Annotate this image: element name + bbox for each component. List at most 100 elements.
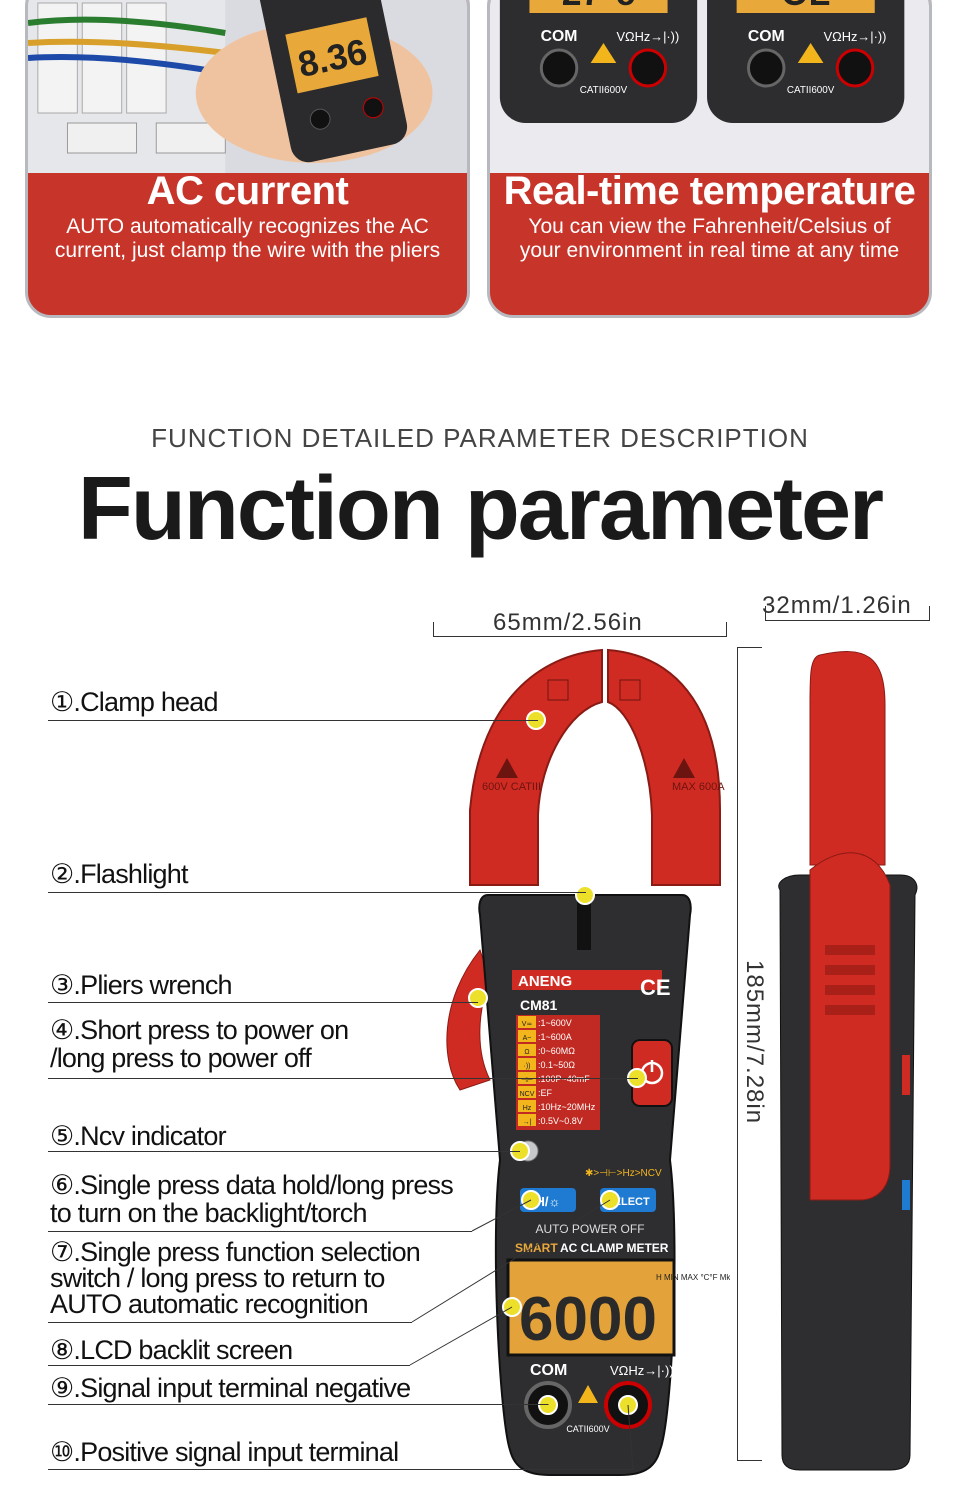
spec-icon: V≂ [522,1021,533,1028]
temp-card-com-2: COM [748,28,785,45]
spec-icon: Ω [524,1049,529,1056]
side-select-button[interactable] [902,1180,910,1210]
depth-dimension-line [765,620,930,621]
ce-mark: CE [640,975,671,1000]
spec-range: :10Hz~20MHz [538,1102,596,1112]
depth-tick-right [929,606,930,621]
spec-table: V≂:1~600VA~:1~600AΩ:0~60MΩ·)):0.1~50Ω⊣⊢:… [516,1015,600,1130]
spec-icon: →| [523,1119,532,1126]
meter-name: AC CLAMP METER [560,1241,669,1255]
clamp-left-warning: 600V CATIII [482,781,541,793]
brand-badge [512,970,662,990]
clamp-meter-side [778,651,918,1471]
spec-icon-bg [518,1114,536,1126]
warning-right-icon [673,758,695,778]
callout-5: ⑤.Ncv indicator [50,1121,227,1151]
v-terminal-label: VΩHz→|·)) [610,1363,674,1378]
width-tick-left [433,622,434,637]
callout-9-line [48,1404,548,1405]
clamp-right-warning: MAX 600A [672,781,725,793]
model-name: CM81 [520,997,558,1013]
lcd-reading: 6000 [519,1285,657,1354]
spec-icon: NCV [520,1091,535,1098]
clamp-right-symbol-icon [619,679,641,701]
callout-2-line [48,892,586,893]
clamp-meter-front: 600V CATIII MAX 600A ANENG CE CM81 V≂ :1~… [446,648,730,1476]
spec-range: :EF [538,1088,553,1098]
ac-current-description: AUTO automatically recognizes the AC cur… [54,215,441,262]
com-label: COM [530,1362,567,1379]
side-clamp [809,651,886,866]
spec-icon-bg [518,1030,536,1042]
warning-left-icon [496,758,518,778]
depth-dimension: 32mm/1.26in [762,592,912,619]
spec-range: :0.5V~0.8V [538,1116,583,1126]
spec-icon-bg [518,1044,536,1056]
flashlight-slot [577,895,591,950]
width-dimension-line [433,636,727,637]
side-power-button[interactable] [902,1055,910,1095]
callout-5-line [48,1151,520,1152]
spec-icon: A~ [523,1035,532,1042]
ac-current-photo: 8.36 [28,0,467,173]
callout-1: ①.Clamp head [50,687,219,717]
callout-3-line [48,1002,478,1003]
callout-4-line [48,1078,638,1079]
clamp-jaw-left [469,648,603,886]
temp-card-com-1: COM [541,28,578,45]
brand-name: ANENG [518,973,572,990]
ac-current-card: 8.36 AC current AUTO automatically recog… [25,0,470,318]
hold-button-label: H/☼ [536,1194,561,1209]
callout-9: ⑨.Signal input terminal negative [50,1373,411,1403]
spec-icon: ·)) [524,1063,531,1070]
callout-6: ⑥.Single press data hold/long press to t… [50,1170,454,1228]
callout-4: ④.Short press to power on /long press to… [50,1015,349,1073]
height-tick-top [737,647,762,648]
height-tick-bottom [737,1460,762,1461]
clamp-jaw-right [607,648,721,886]
spec-icon-bg [518,1016,536,1028]
clamp-left-symbol-icon [547,679,569,701]
dot-8 [502,1297,522,1317]
temp-card-cat-2: CATII600V [787,85,835,96]
width-dimension: 65mm/2.56in [493,609,643,636]
temp-card-cat-1: CATII600V [580,85,628,96]
temperature-title: Real-time temperature [503,169,916,213]
spec-icon: Hz [523,1105,532,1112]
depth-tick-left [765,606,766,621]
width-tick-right [726,622,727,637]
spec-icon-bg [518,1058,536,1070]
temperature-description: You can view the Fahrenheit/Celsius of y… [519,215,900,262]
auto-power-off-text: AUTO POWER OFF [535,1222,644,1236]
lcd-screen [506,1258,676,1357]
section-subtitle: FUNCTION DETAILED PARAMETER DESCRIPTION [151,423,809,453]
spec-range: :1~600V [538,1018,572,1028]
spec-range: :1~600A [538,1032,572,1042]
spec-icon-bg [518,1086,536,1098]
temperature-photo: 27°c COM VΩHz→|·)) CATII600V OL COM VΩHz… [490,0,929,173]
side-trigger [809,852,891,1201]
callout-7: ⑦.Single press function selection switch… [50,1237,421,1319]
callout-2: ②.Flashlight [50,859,188,889]
section-title: Function parameter [77,459,884,559]
callout-10: ⑩.Positive signal input terminal [50,1437,399,1467]
spec-icon-bg [518,1100,536,1112]
ac-current-title: AC current [146,169,349,213]
spec-icon: ⊣⊢ [521,1077,533,1084]
callout-10-line [48,1469,633,1470]
temp-card-display-2: OL [781,0,830,13]
temp-card-v-2: VΩHz→|·)) [824,29,887,44]
spec-range: :100P~40mF [538,1074,590,1084]
dot-2 [575,885,595,905]
mode-hint: ✱>⊣⊢>Hz>NCV [585,1168,662,1179]
callout-8-line [48,1365,410,1366]
temp-card-v-1: VΩHz→|·)) [616,29,679,44]
temp-card-display-1: 27°c [562,0,635,13]
callout-8: ⑧.LCD backlit screen [50,1335,293,1365]
callout-7-line [48,1322,412,1323]
lcd-side-indicators: H MIN MAX °C°F MkΩHz nμFVA [656,1273,730,1282]
spec-range: :0.1~50Ω [538,1060,575,1070]
temperature-card: 27°c COM VΩHz→|·)) CATII600V OL COM VΩHz… [487,0,932,318]
callout-6-line [48,1231,472,1232]
